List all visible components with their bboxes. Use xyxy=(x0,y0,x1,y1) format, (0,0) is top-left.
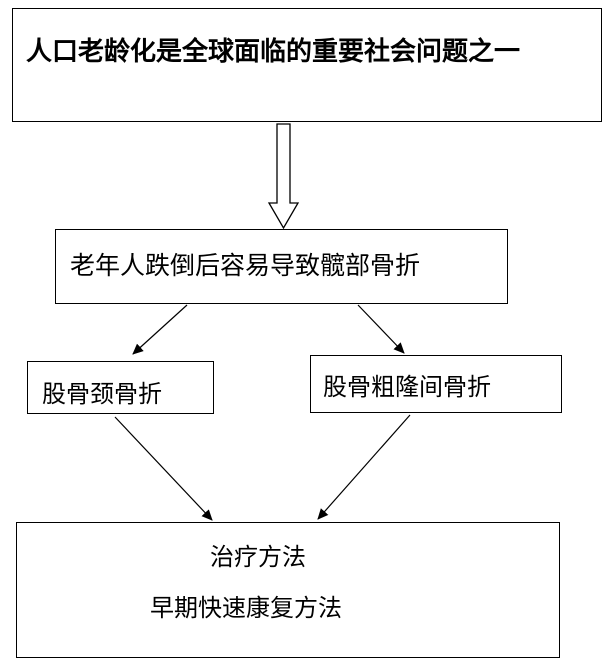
top-box-text: 人口老龄化是全球面临的重要社会问题之一 xyxy=(26,37,521,67)
right-branch-box: 股骨粗隆间骨折 xyxy=(310,355,562,413)
bottom-box-line2: 早期快速康复方法 xyxy=(150,594,342,622)
left-branch-box: 股骨颈骨折 xyxy=(27,361,214,414)
arrow-left-to-bottom xyxy=(114,416,213,521)
middle-box: 老年人跌倒后容易导致髋部骨折 xyxy=(55,229,508,304)
bottom-box-line1: 治疗方法 xyxy=(210,543,306,571)
arrow-middle-to-left xyxy=(132,304,188,355)
middle-box-text: 老年人跌倒后容易导致髋部骨折 xyxy=(70,251,421,280)
bottom-box: 治疗方法 早期快速康复方法 xyxy=(16,522,560,658)
arrow-right-to-bottom xyxy=(317,414,411,520)
arrow-middle-to-right xyxy=(357,304,405,354)
top-box: 人口老龄化是全球面临的重要社会问题之一 xyxy=(12,8,602,122)
hollow-down-arrow xyxy=(267,123,300,230)
left-branch-text: 股骨颈骨折 xyxy=(42,380,162,408)
right-branch-text: 股骨粗隆间骨折 xyxy=(323,373,491,401)
